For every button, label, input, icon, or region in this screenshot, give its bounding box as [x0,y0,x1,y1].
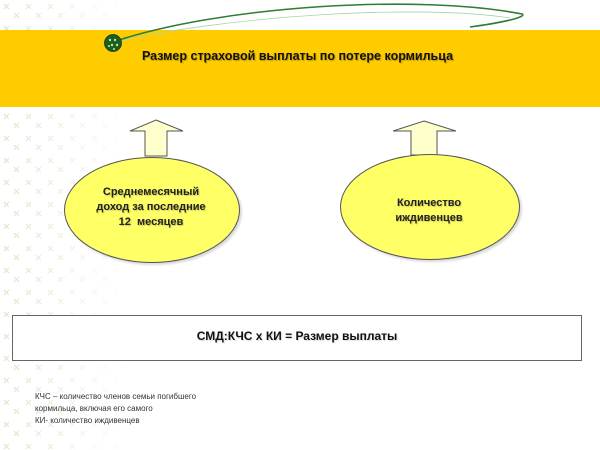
decorative-curve [104,3,524,52]
income-line-2: доход за последние [96,201,206,213]
formula-text: СМД:КЧС х КИ = Размер выплаты [196,329,398,343]
dependents-ellipse [340,154,520,260]
dependents-line-1: Количество [396,197,462,209]
legend-line-2: кормильца, включая его самого [35,404,153,413]
up-arrow-right-icon [392,120,457,156]
up-arrow-left-icon [129,119,184,157]
dependents-ellipse-label: Количество иждивенцев [340,196,518,226]
income-ellipse-label: Среднемесячный доход за последние 12 мес… [64,185,238,230]
title-band [0,30,600,107]
legend: КЧС – количество членов семьи погибшего … [35,391,196,427]
income-line-3: 12 месяцев [118,216,184,228]
formula-box [12,315,582,361]
legend-line-1: КЧС – количество членов семьи погибшего [35,392,197,401]
slide-title: Размер страховой выплаты по потере корми… [142,49,454,63]
legend-line-3: КИ- количество иждивенцев [35,416,140,425]
dependents-line-2: иждивенцев [395,212,463,224]
income-ellipse [64,157,240,263]
income-line-1: Среднемесячный [102,186,200,198]
globe-icon [104,34,122,52]
